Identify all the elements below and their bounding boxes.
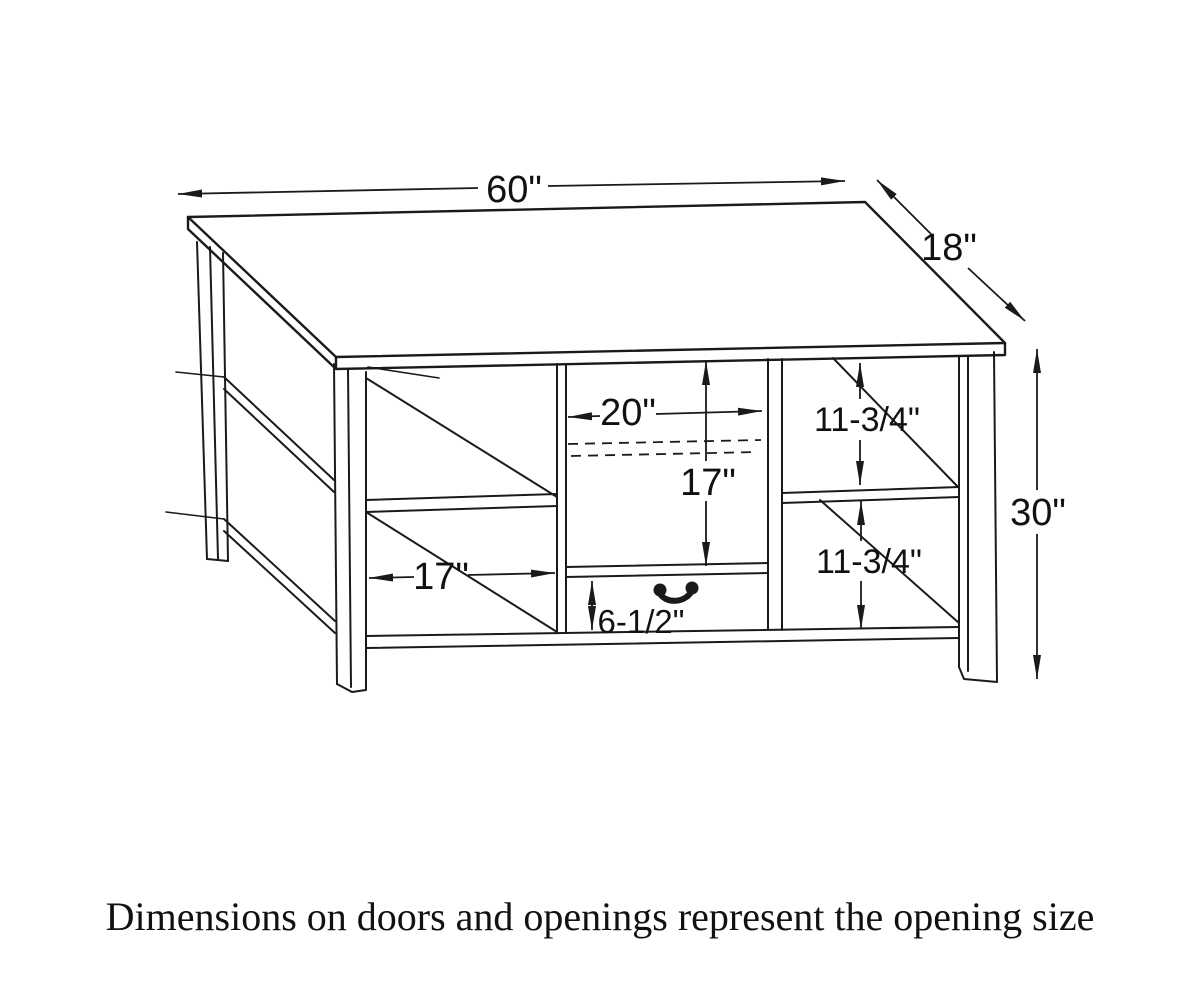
left-side-shelves xyxy=(165,371,336,634)
back-left-leg xyxy=(196,241,229,562)
dim-label-center-opening-width: 20" xyxy=(600,392,656,434)
shelf-perspective-diagonals xyxy=(365,357,960,633)
dim-label-depth: 18" xyxy=(921,227,977,269)
dim-line-overall-width xyxy=(177,177,846,198)
dim-label-left-opening-width: 17" xyxy=(413,556,469,598)
dim-label-overall-height: 30" xyxy=(1010,492,1066,534)
dim-line-center-opening-width xyxy=(567,407,763,421)
dim-label-drawer-height: 6-1/2" xyxy=(598,603,685,640)
dim-label-overall-width: 60" xyxy=(486,169,542,211)
tabletop xyxy=(186,200,1007,371)
dim-label-center-opening-height: 17" xyxy=(680,462,736,504)
caption: Dimensions on doors and openings represe… xyxy=(106,894,1095,939)
dimension-lines xyxy=(177,177,1041,679)
dim-line-left-opening-width xyxy=(368,569,556,582)
front-left-leg xyxy=(333,363,367,693)
dim-line-depth xyxy=(876,179,1026,322)
adjustable-shelf-dashed-lines xyxy=(567,439,762,457)
dimension-labels: 60" 18" 30" 20" 17" 11-3/4" 11-3/4" 17" … xyxy=(413,169,1066,640)
dim-label-right-lower-opening-height: 11-3/4" xyxy=(816,543,922,581)
drawer-handle xyxy=(653,581,699,604)
front-right-leg xyxy=(958,351,998,683)
furniture-outline xyxy=(165,200,1007,693)
dim-label-right-upper-opening-height: 11-3/4" xyxy=(814,401,920,439)
